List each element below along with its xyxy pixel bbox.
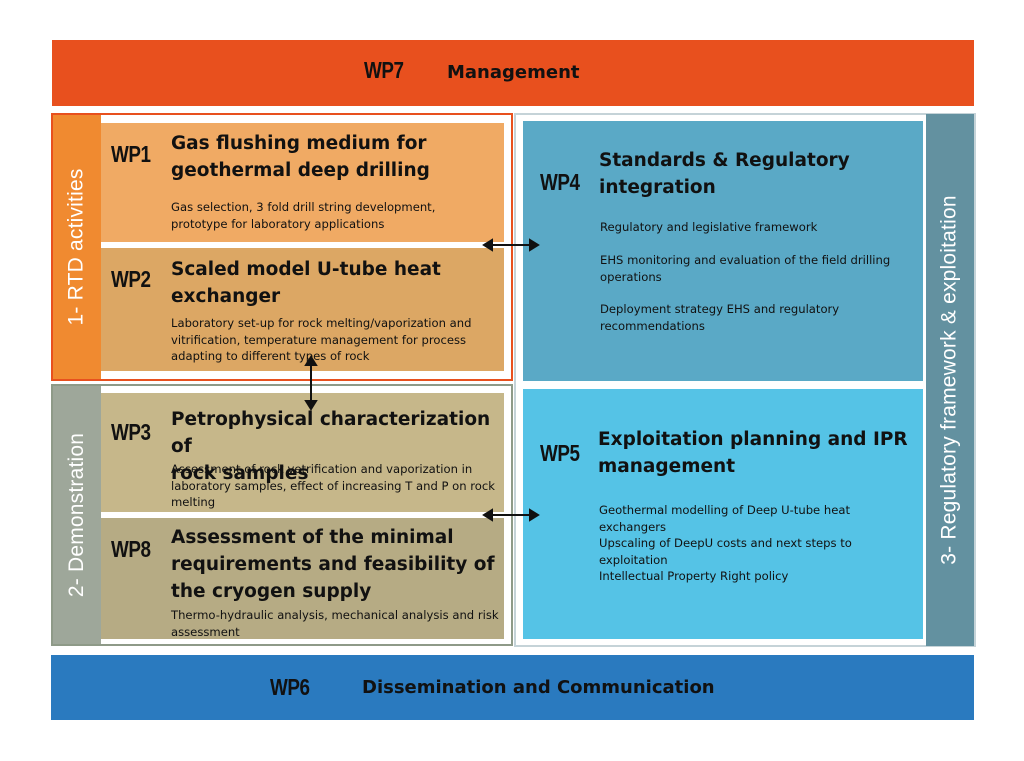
wp3-title: Petrophysical characterization of rock s… <box>171 406 501 487</box>
wp8-code: WP8 <box>111 536 151 562</box>
wp4-title-line: integration <box>599 177 716 198</box>
rtd-side-bar: 1- RTD activities <box>53 115 101 379</box>
wp3-title-line: rock samples <box>171 463 309 484</box>
wp2-desc-line: Laboratory set-up for rock melting/vapor… <box>171 316 472 330</box>
wp4-item-line: Regulatory and legislative framework <box>600 220 818 234</box>
wp5-item: Upscaling of DeepU costs and next steps … <box>599 535 919 568</box>
wp2-box: WP2 Scaled model U-tube heat exchanger L… <box>101 248 504 371</box>
regulatory-side-bar: 3- Regulatory framework & exploitation <box>926 114 974 646</box>
regulatory-side-label: 3- Regulatory framework & exploitation <box>938 195 961 565</box>
wp2-title-line: exchanger <box>171 286 281 307</box>
wp5-item: Intellectual Property Right policy <box>599 568 919 585</box>
wp8-title: Assessment of the minimal requirements a… <box>171 524 501 605</box>
wp8-desc-line: assessment <box>171 624 240 639</box>
wp3-title-line: Petrophysical characterization of <box>171 409 491 457</box>
wp5-title-line: Exploitation planning and IPR <box>598 429 908 450</box>
wp1-box: WP1 Gas flushing medium for geothermal d… <box>101 123 504 242</box>
wp5-title-line: management <box>598 456 736 477</box>
wp3-box: WP3 Petrophysical characterization of ro… <box>101 393 504 512</box>
wp4-item-line: EHS monitoring and evaluation of the fie… <box>600 253 891 267</box>
wp1-title: Gas flushing medium for geothermal deep … <box>171 130 501 184</box>
wp5-item-line: Intellectual Property Right policy <box>599 569 789 583</box>
wp3-desc-line: Assessment of rock vetrification and vap… <box>171 462 473 476</box>
demo-side-bar: 2- Demonstration <box>53 386 101 644</box>
wp3-description: Assessment of rock vetrification and vap… <box>171 461 501 511</box>
wp8-description: Thermo-hydraulic analysis, mechanical an… <box>171 607 501 640</box>
wp4-item-line: Deployment strategy EHS and regulatory <box>600 302 840 316</box>
wp1-code: WP1 <box>111 141 151 167</box>
wp2-desc-line: adapting to different types of rock <box>171 349 370 363</box>
wp3-code: WP3 <box>111 419 151 445</box>
wp3-desc-line: melting <box>171 495 216 509</box>
wp7-band: WP7 Management <box>52 40 974 106</box>
wp7-title: Management <box>447 62 580 83</box>
wp2-description: Laboratory set-up for rock melting/vapor… <box>171 315 501 365</box>
regulatory-group-frame <box>514 113 976 647</box>
wp5-box: WP5 Exploitation planning and IPR manage… <box>523 389 923 639</box>
wp1-desc-line: prototype for laboratory applications <box>171 216 385 231</box>
wp2-title-line: Scaled model U-tube heat <box>171 259 441 280</box>
rtd-side-label: 1- RTD activities <box>65 168 89 326</box>
wp4-title-line: Standards & Regulatory <box>599 150 850 171</box>
wp1-title-line: Gas flushing medium for <box>171 133 427 154</box>
wp3-desc-line: laboratory samples, effect of increasing… <box>171 478 495 493</box>
wp5-code: WP5 <box>540 440 580 466</box>
wp2-code: WP2 <box>111 266 151 292</box>
wp5-item-line: Geothermal modelling of Deep U-tube heat… <box>599 503 851 534</box>
wp8-title-line: Assessment of the minimal <box>171 527 454 548</box>
wp5-item-line: Upscaling of DeepU costs and next steps … <box>599 536 852 567</box>
wp4-box: WP4 Standards & Regulatory integration R… <box>523 121 923 381</box>
wp4-item-line: operations <box>600 269 662 284</box>
wp4-item: Regulatory and legislative framework <box>600 219 920 236</box>
demo-side-label: 2- Demonstration <box>65 432 88 598</box>
wp8-title-line: the cryogen supply <box>171 581 372 602</box>
wp4-item: Deployment strategy EHS and regulatory r… <box>600 301 920 334</box>
wp8-title-line: requirements and feasibility of <box>171 554 495 575</box>
wp7-code: WP7 <box>364 57 404 83</box>
wp8-box: WP8 Assessment of the minimal requiremen… <box>101 518 504 639</box>
wp4-item-line: recommendations <box>600 318 705 333</box>
rtd-group-frame <box>51 113 513 381</box>
wp5-item: Geothermal modelling of Deep U-tube heat… <box>599 502 919 535</box>
wp4-code: WP4 <box>540 169 580 195</box>
wp1-title-line: geothermal deep drilling <box>171 160 430 181</box>
wp6-code: WP6 <box>270 674 310 700</box>
wp2-desc-line: vitrification, temperature management fo… <box>171 332 467 347</box>
wp1-description: Gas selection, 3 fold drill string devel… <box>171 199 501 232</box>
wp5-title: Exploitation planning and IPR management <box>598 426 918 480</box>
wp6-band: WP6 Dissemination and Communication <box>51 655 974 720</box>
wp4-title: Standards & Regulatory integration <box>599 147 919 201</box>
wp6-title: Dissemination and Communication <box>362 677 715 698</box>
wp4-item: EHS monitoring and evaluation of the fie… <box>600 252 920 285</box>
wp1-desc-line: Gas selection, 3 fold drill string devel… <box>171 200 436 214</box>
wp2-title: Scaled model U-tube heat exchanger <box>171 256 501 310</box>
wp8-desc-line: Thermo-hydraulic analysis, mechanical an… <box>171 608 499 622</box>
